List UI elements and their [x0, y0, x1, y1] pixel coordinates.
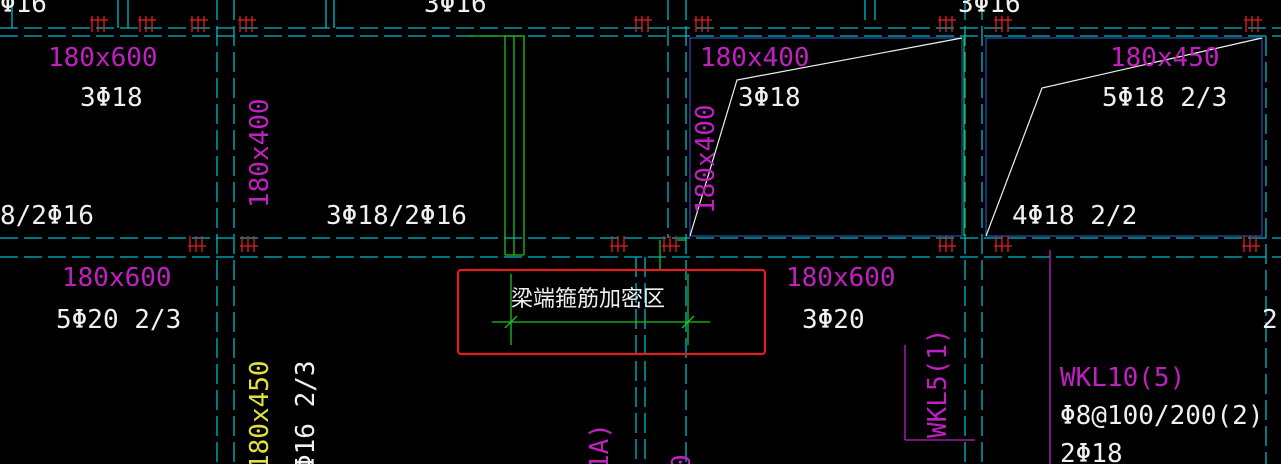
wkl-lines	[904, 250, 1051, 464]
ticks-top-1	[90, 16, 108, 32]
beam-b6-size: 180x600	[786, 263, 896, 293]
rebar-lines	[466, 35, 965, 270]
beam-b5-size: 180x600	[62, 263, 172, 293]
beam-b7-rebar: Φ16 2/3	[291, 360, 321, 464]
partial-label-0: 0	[667, 454, 697, 464]
partial-label-right: 2	[1262, 305, 1278, 335]
beam-b4-rebar: 5Φ18 2/3	[1102, 83, 1227, 113]
ticks-top-5	[634, 16, 652, 32]
ticks-mid-5	[938, 236, 956, 252]
ticks-top-9	[1244, 16, 1262, 32]
ticks-top-4	[238, 16, 256, 32]
ticks-mid-1	[188, 236, 206, 252]
beam-b5-rebar: 5Φ20 2/3	[56, 305, 181, 335]
panel-outline-2	[985, 37, 1263, 237]
callout-dimension	[492, 274, 710, 345]
callout-tick-left	[504, 315, 518, 329]
rebar-ticks	[90, 16, 1262, 252]
ticks-top-8	[994, 16, 1012, 32]
ticks-mid-2	[240, 236, 258, 252]
ticks-top-7	[938, 16, 956, 32]
leader-line-1	[689, 37, 963, 237]
panel-outlines	[689, 37, 1263, 237]
top-label-middle: 3Φ16	[424, 0, 487, 19]
beam-b4-rebar-bottom: 4Φ18 2/2	[1012, 201, 1137, 231]
beam-b3-size: 180x400	[700, 43, 810, 73]
wkl10-stirrup: Φ8@100/200(2)	[1060, 401, 1264, 431]
ticks-mid-6	[994, 236, 1012, 252]
ticks-top-6	[694, 16, 712, 32]
wkl10-rebar: 2Φ18	[1060, 439, 1123, 464]
top-label-right: 3Φ16	[958, 0, 1021, 19]
beam-b1-size: 180x600	[48, 43, 158, 73]
leader-lines	[689, 37, 1263, 237]
beam-b4-size: 180x450	[1110, 43, 1220, 73]
beam-b1-rebar: 3Φ18	[80, 83, 143, 113]
ticks-mid-3	[610, 236, 628, 252]
panel-outline-1	[689, 37, 963, 237]
ticks-top-2	[138, 16, 156, 32]
callout-tick-right	[681, 315, 695, 329]
beam-b2-rebar: 3Φ18/2Φ16	[326, 201, 467, 231]
beam-b6-rebar: 3Φ20	[802, 305, 865, 335]
wkl10-label: WKL10(5)	[1060, 363, 1185, 393]
ticks-mid-7	[1242, 236, 1260, 252]
partial-label-1a: 1A)	[585, 423, 615, 464]
ticks-top-3	[190, 16, 208, 32]
beam-b3-vertical-size: 180x400	[691, 104, 721, 214]
leader-line-2	[985, 37, 1263, 237]
beam-b3-rebar: 3Φ18	[738, 83, 801, 113]
top-label-left: Φ16	[0, 0, 47, 19]
ticks-mid-4	[662, 236, 680, 252]
highlight-box	[456, 268, 767, 356]
wkl5-label: WKL5(1)	[923, 328, 953, 438]
beam-b2-size: 180x400	[245, 98, 275, 208]
beam-b1-rebar-bottom: 8/2Φ16	[0, 201, 94, 231]
beam-b7-size: 180x450	[245, 360, 275, 464]
callout-text: 梁端箍筋加密区	[511, 287, 665, 312]
